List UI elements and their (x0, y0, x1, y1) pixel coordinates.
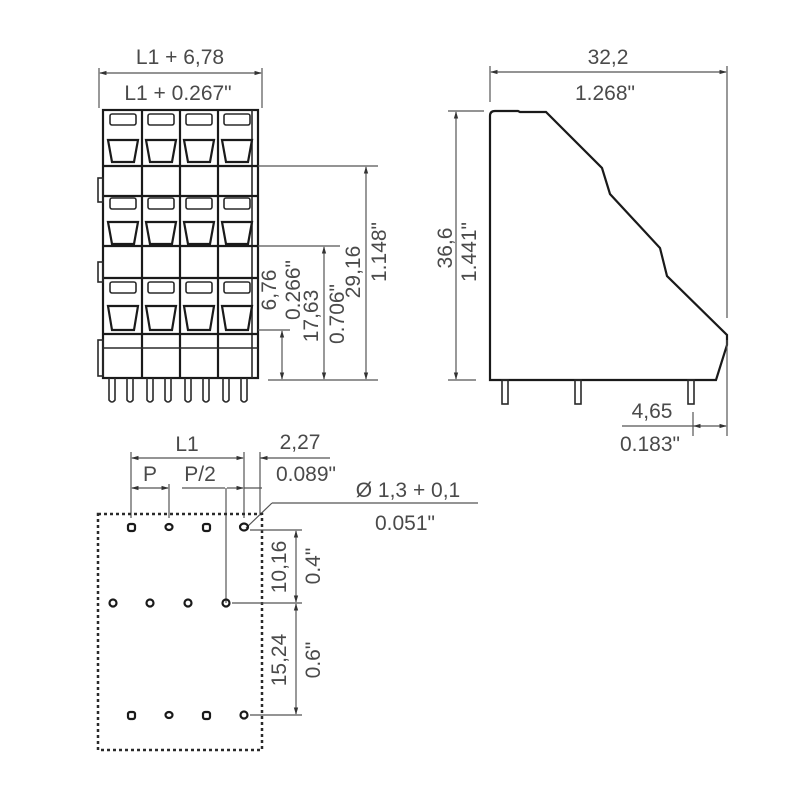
row1-mm-label: 10,16 (268, 541, 291, 594)
dim-6-76-mm: 6,76 (258, 270, 281, 311)
front-width-mm-label: L1 + 6,78 (136, 46, 224, 69)
tier-3-terminals (106, 281, 254, 332)
dim-29-16-in: 1.148" (368, 222, 391, 282)
hole-in-label: 0.051" (375, 512, 435, 535)
edge-in-label: 0.089" (276, 463, 336, 486)
hole-row-2 (108, 598, 231, 608)
p-half-label: P/2 (184, 463, 216, 486)
side-height-mm-label: 36,6 (434, 228, 457, 269)
dim-17-63-mm: 17,63 (300, 290, 323, 343)
offset-mm-label: 4,65 (632, 400, 673, 423)
dim-29-16-mm: 29,16 (342, 246, 365, 299)
tier-2-terminals (106, 197, 254, 246)
hole-row-1 (126, 522, 250, 533)
side-width-in-label: 1.268" (575, 82, 635, 105)
pcb-footprint: L1 2,27 0.089" P P/2 Ø 1,3 + 0,1 0.051" (96, 431, 478, 752)
edge-mm-label: 2,27 (280, 431, 321, 454)
hole-mm-label: Ø 1,3 + 0,1 (356, 479, 461, 502)
side-view: 32,2 1.268" 36,6 1.441" 4,65 0.183" (434, 46, 729, 456)
hole-row-3 (126, 710, 249, 721)
side-width-mm-label: 32,2 (588, 46, 629, 69)
front-width-in-label: L1 + 0.267" (124, 82, 231, 105)
side-height-in-label: 1.441" (458, 222, 481, 282)
row2-mm-label: 15,24 (268, 633, 291, 686)
l1-label: L1 (175, 433, 198, 456)
tier-1-terminals (106, 113, 254, 164)
front-view: L1 + 6,78 L1 + 0.267" (97, 46, 391, 403)
offset-in-label: 0.183" (620, 433, 680, 456)
p-label: P (143, 463, 157, 486)
dim-17-63-in: 0.706" (326, 284, 349, 344)
front-pins (108, 378, 248, 403)
dim-6-76-in: 0.266" (282, 260, 305, 320)
row1-in-label: 0.4" (302, 548, 325, 585)
row2-in-label: 0.6" (302, 642, 325, 679)
